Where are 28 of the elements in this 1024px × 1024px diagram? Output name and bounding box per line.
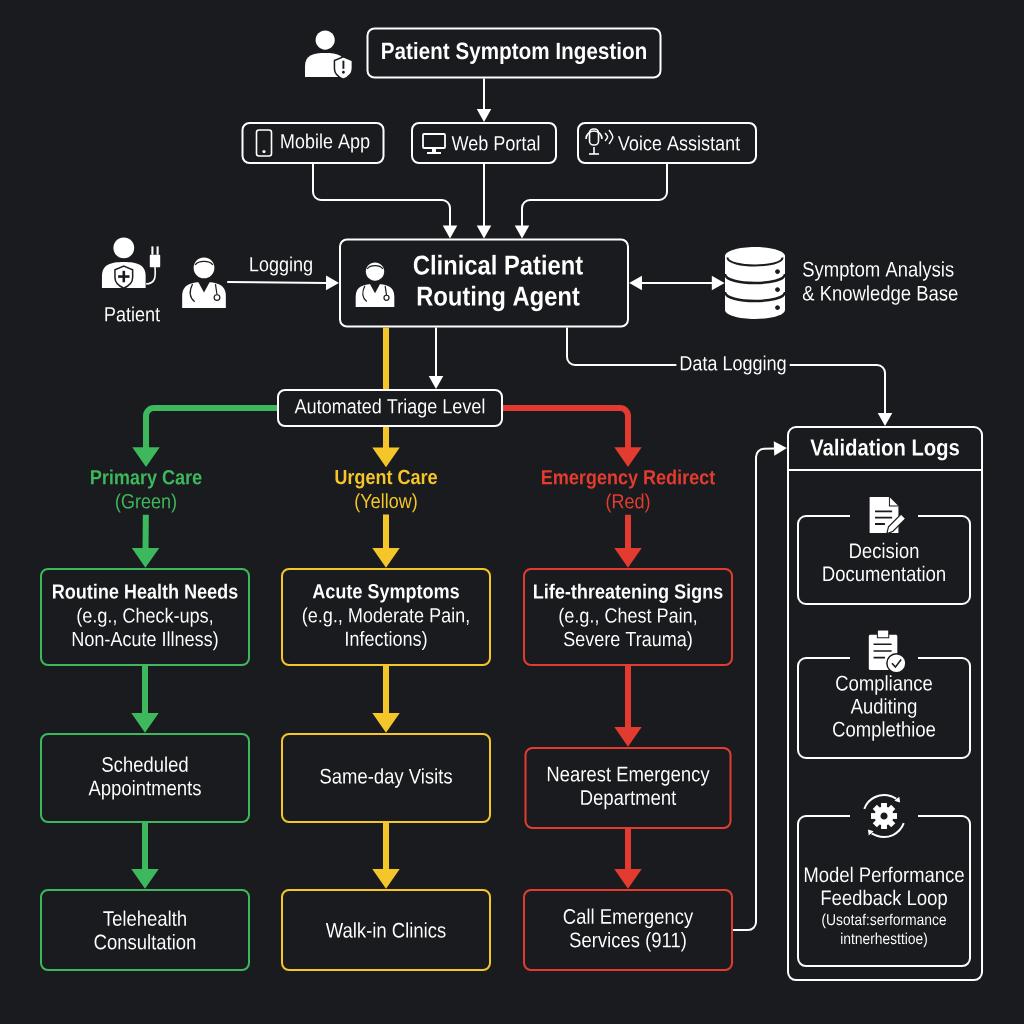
- category-label: Primary Care (Green): [91, 469, 202, 513]
- connector-line: [383, 327, 389, 389]
- process-box: Acute Symptoms (e.g., Moderate Pain, Infections): [281, 568, 491, 666]
- header-box: Patient Symptom Ingestion: [366, 27, 662, 79]
- category-label: Urgent Care (Yellow): [335, 469, 437, 513]
- card: Compliance Auditing Complethioe: [797, 657, 971, 759]
- edge-label: Data Logging: [676, 352, 790, 378]
- card: Decision Documentation: [797, 515, 971, 605]
- agent-box: Clinical Patient Routing Agent: [339, 238, 629, 328]
- process-box: Scheduled Appointments: [40, 733, 250, 823]
- channel-box: Web Portal: [411, 122, 557, 164]
- process-box: Routine Health Needs (e.g., Check-ups, Non-Acute Illness): [40, 568, 250, 666]
- triage-box: Automated Triage Level: [277, 389, 503, 427]
- process-box: Life-threatening Signs (e.g., Chest Pain, Severe Trauma): [523, 568, 733, 666]
- process-box: Walk-in Clinics: [281, 889, 491, 971]
- node-caption: Symptom Analysis & Knowledge Base: [802, 261, 958, 305]
- doctor-icon: [182, 257, 226, 308]
- process-box: Telehealth Consultation: [40, 889, 250, 971]
- channel-box: Mobile App: [241, 122, 385, 164]
- process-box: Nearest Emergency Department: [524, 747, 732, 829]
- card: Model Performance Feedback Loop (Usotaf:serformance intnerhesttioe): [797, 815, 971, 967]
- panel-title: Validation Logs: [810, 438, 959, 461]
- category-label: Emergency Redirect (Red): [542, 469, 715, 513]
- channel-box: Voice Assistant: [577, 122, 757, 164]
- process-box: Same-day Visits: [281, 733, 491, 823]
- icon-caption: Patient: [105, 306, 160, 322]
- process-box: Call Emergency Services (911): [523, 889, 733, 971]
- edge-label: Logging: [245, 253, 317, 279]
